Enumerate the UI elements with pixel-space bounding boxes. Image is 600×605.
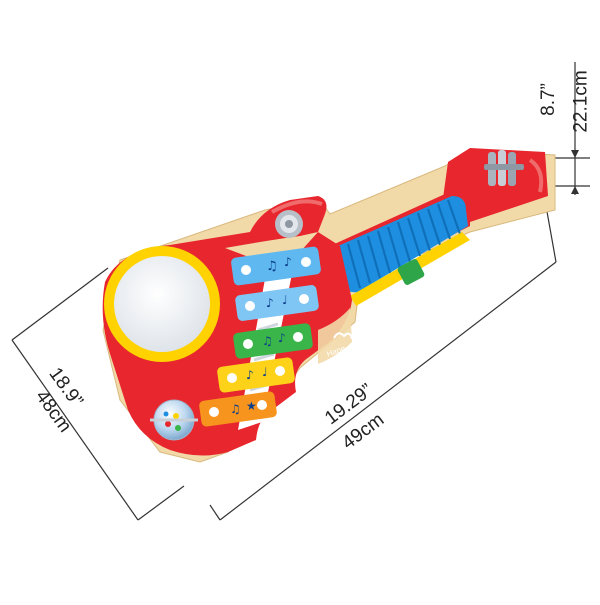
svg-text:★: ★ xyxy=(246,399,257,413)
svg-text:♫: ♫ xyxy=(230,402,241,416)
svg-text:♩: ♩ xyxy=(262,365,268,379)
dim-line-left xyxy=(11,339,139,521)
svg-text:♩: ♩ xyxy=(282,293,288,307)
dim-ext-bottom-left xyxy=(209,504,221,521)
arrow-right-bottom xyxy=(571,186,579,194)
svg-text:♪: ♪ xyxy=(266,296,274,310)
dim-ext-bottom-right xyxy=(545,205,557,263)
guitar-neck xyxy=(330,194,470,306)
svg-text:♪: ♪ xyxy=(284,255,292,269)
dim-line-bottom xyxy=(219,261,557,521)
dim-right-cm: 22.1cm xyxy=(570,70,592,133)
xylophone-bar-green: ♫ ♪ xyxy=(233,323,313,359)
blue-ribbed-grip xyxy=(338,196,468,293)
xylophone-bar-light-blue: ♪ ♩ xyxy=(235,285,319,321)
xylophone-bar-orange: ♫ ★ xyxy=(199,391,277,427)
drum-pad xyxy=(104,246,220,362)
metal-knob xyxy=(275,210,303,238)
dim-ext-left-top xyxy=(11,267,109,341)
dim-right-inches: 8.7” xyxy=(537,83,559,116)
arrow-right-top xyxy=(571,150,579,158)
dim-ext-left-bottom xyxy=(137,485,185,521)
svg-text:♫: ♫ xyxy=(266,259,278,274)
guitar-headstock xyxy=(440,148,548,222)
yellow-slider-rail xyxy=(350,232,470,306)
tuning-rollers xyxy=(484,150,524,186)
dimension-lines xyxy=(11,62,590,521)
svg-text:♫: ♫ xyxy=(262,334,273,348)
svg-text:♪: ♪ xyxy=(278,331,286,345)
dimension-arrows xyxy=(571,150,579,194)
svg-text:♪: ♪ xyxy=(246,368,254,382)
xylophone-bar-yellow: ♪ ♩ xyxy=(217,357,295,393)
rattle-ball xyxy=(150,399,198,441)
xylophone-bars: ♫ ♪ ♪ ♩ ♫ ♪ xyxy=(199,246,321,427)
xylophone-bar-blue: ♫ ♪ xyxy=(231,246,321,286)
